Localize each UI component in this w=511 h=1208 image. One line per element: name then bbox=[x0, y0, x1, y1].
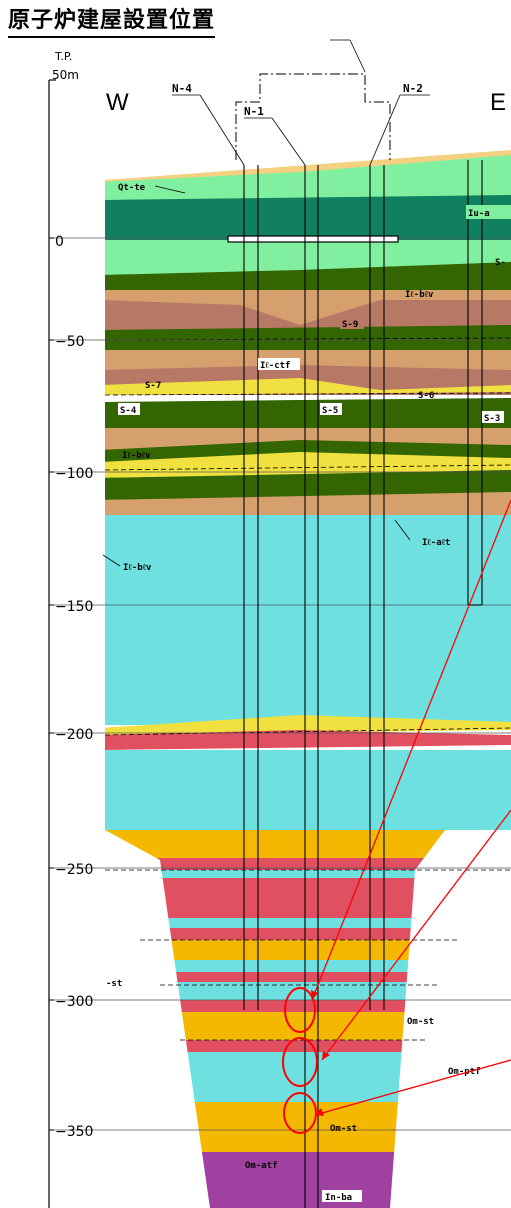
label-il-ctf: Iℓ-ctf bbox=[260, 361, 290, 371]
tick-label-0: 0 bbox=[55, 234, 64, 250]
label-s4: S-4 bbox=[120, 406, 137, 416]
layer-cyan-main bbox=[105, 515, 511, 725]
boreholes bbox=[243, 160, 483, 1208]
grid-lines bbox=[50, 237, 511, 1131]
annotation-circle-lower bbox=[283, 1092, 317, 1134]
label-s6: S-6 bbox=[418, 391, 434, 401]
axis-ticks: 0 −50 −100 −150 −200 −250 −300 −350 bbox=[49, 234, 93, 1140]
layer-red-4 bbox=[105, 928, 511, 940]
layer-red-2 bbox=[105, 858, 511, 870]
contact-lines bbox=[104, 337, 511, 1041]
title-leader-arrow bbox=[349, 39, 366, 73]
layer-cyan-2 bbox=[105, 750, 511, 830]
label-il-blv-mid: Iℓ-bℓv bbox=[122, 451, 151, 461]
annotation-circle-upper bbox=[284, 987, 316, 1033]
annotation-circle-middle bbox=[282, 1037, 318, 1087]
label-om-st-upper: Om-st bbox=[407, 1017, 434, 1027]
borehole-label-n1: N-1 bbox=[244, 105, 264, 118]
label-om-ptf: Om-ptf bbox=[448, 1067, 481, 1077]
layer-red-5 bbox=[105, 972, 511, 982]
foundation-slab bbox=[227, 235, 399, 243]
layer-mauve-1 bbox=[105, 300, 511, 330]
annotation-arrows bbox=[311, 499, 511, 1116]
label-il-blv-lower: Iℓ-bℓv bbox=[123, 563, 152, 573]
annotation-arrowheads bbox=[311, 990, 330, 1116]
label-s-partial: S- bbox=[495, 258, 506, 268]
label-om-atf: Om-atf bbox=[245, 1161, 278, 1171]
label-s9: S-9 bbox=[342, 320, 358, 330]
direction-east: E bbox=[490, 89, 506, 116]
axis-unit-tp: T.P. bbox=[54, 50, 72, 63]
label-qt-te: Qt-te bbox=[118, 183, 146, 193]
tick-label-minus300: −300 bbox=[55, 994, 93, 1010]
tick-label-minus200: −200 bbox=[55, 727, 93, 743]
label-s5: S-5 bbox=[322, 406, 338, 416]
reactor-building-outline bbox=[235, 73, 391, 160]
borehole-label-n2: N-2 bbox=[403, 82, 423, 95]
strata-layers bbox=[105, 150, 511, 1208]
tick-label-minus50: −50 bbox=[55, 334, 85, 350]
axis-unit-50m: 50m bbox=[52, 68, 79, 82]
layer-cyan-4 bbox=[105, 918, 511, 928]
borehole-labels: N-4 N-1 N-2 bbox=[172, 82, 430, 166]
direction-west: W bbox=[106, 89, 129, 116]
label-il-alt: Iℓ-aℓt bbox=[422, 538, 450, 548]
label-s3: S-3 bbox=[484, 414, 500, 424]
label-st-left: -st bbox=[106, 979, 122, 989]
tick-label-minus350: −350 bbox=[55, 1124, 93, 1140]
borehole-label-n4: N-4 bbox=[172, 82, 192, 95]
label-il-blv-upper: Iℓ-bℓv bbox=[405, 290, 434, 300]
label-s7: S-7 bbox=[145, 381, 161, 391]
label-om-st-lower: Om-st bbox=[330, 1124, 357, 1134]
layer-cyan-3 bbox=[105, 870, 511, 878]
tick-label-minus100: −100 bbox=[55, 466, 93, 482]
tick-label-minus250: −250 bbox=[55, 862, 93, 878]
label-iu-a: Iu-a bbox=[468, 209, 490, 219]
stratum-labels: Qt-te Iu-a S- Iℓ-bℓv S-9 Iℓ-ctf S-7 S-6 … bbox=[102, 183, 511, 1203]
annotation-circles bbox=[282, 987, 318, 1134]
tick-label-minus150: −150 bbox=[55, 599, 93, 615]
layer-tan-2 bbox=[105, 350, 511, 370]
label-in-ba: In-ba bbox=[325, 1193, 352, 1203]
figure-title: 原子炉建屋設置位置 bbox=[8, 2, 216, 38]
